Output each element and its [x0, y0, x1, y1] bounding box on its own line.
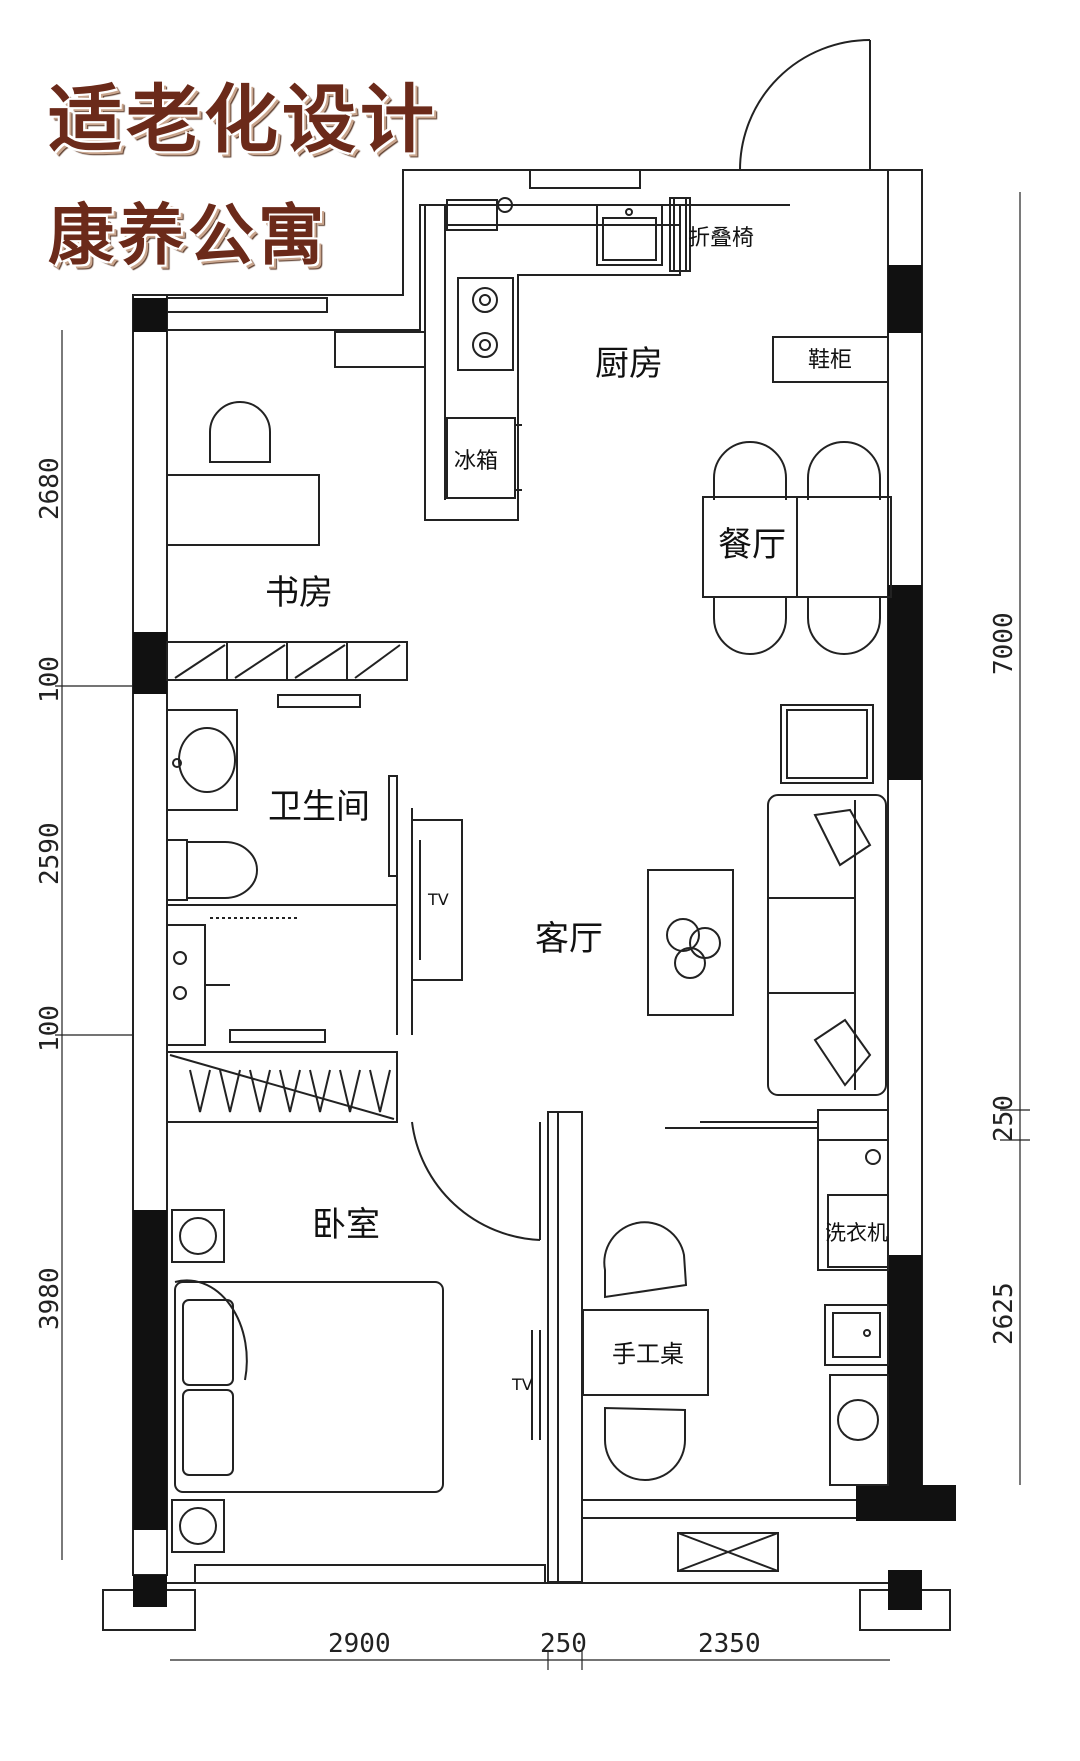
structural-columns — [133, 265, 956, 1610]
dim-bottom-2350: 2350 — [698, 1629, 761, 1659]
dining-set — [702, 441, 892, 655]
room-label-dining: 餐厅 — [718, 525, 786, 565]
room-label-study: 书房 — [265, 573, 333, 613]
dimension-lines — [55, 192, 1030, 1670]
dim-right-2625: 2625 — [989, 1282, 1019, 1345]
room-label-bedroom: 卧室 — [312, 1205, 380, 1245]
dim-right-7000: 7000 — [989, 612, 1019, 675]
kitchen-fixtures — [446, 197, 889, 499]
dim-bottom-2900: 2900 — [328, 1629, 391, 1659]
bathroom-fixtures — [166, 709, 397, 1113]
laundry-area — [817, 1109, 889, 1486]
dim-left-2680: 2680 — [35, 457, 65, 520]
label-washer: 洗衣机 — [825, 1221, 888, 1245]
room-label-kitchen: 厨房 — [595, 344, 663, 384]
room-label-living: 客厅 — [535, 919, 603, 959]
label-craft-table: 手工桌 — [612, 1340, 684, 1368]
interior-walls — [166, 205, 681, 1583]
bedroom-furniture — [171, 1209, 541, 1553]
dim-bottom-250: 250 — [540, 1629, 587, 1659]
room-label-bathroom: 卫生间 — [268, 787, 370, 827]
label-tv-living: TV — [427, 890, 449, 909]
dim-left-100b: 100 — [35, 1005, 65, 1052]
dim-right-250: 250 — [989, 1095, 1019, 1142]
dim-left-3980: 3980 — [35, 1267, 65, 1330]
dim-left-2590: 2590 — [35, 822, 65, 885]
living-furniture — [411, 704, 887, 1129]
dim-left-100a: 100 — [35, 656, 65, 703]
study-furniture — [166, 401, 320, 546]
label-shoe-cabinet: 鞋柜 — [808, 348, 852, 373]
title-line-2: 康养公寓 — [48, 197, 328, 274]
craft-table — [582, 1221, 779, 1572]
label-tv-bedroom: TV — [511, 1375, 533, 1394]
title-line-1: 适老化设计 — [48, 77, 438, 163]
label-folding-chair: 折叠椅 — [688, 226, 754, 251]
label-fridge: 冰箱 — [454, 449, 498, 474]
